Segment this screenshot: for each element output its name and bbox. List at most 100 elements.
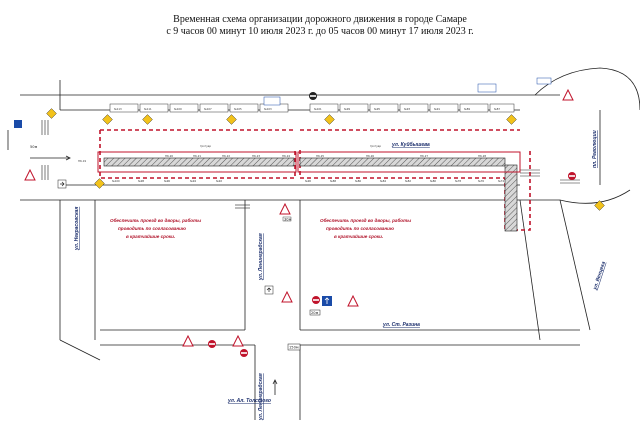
house-numbers-top: №113 №111 №109 №107 №105 №103 №101 №99 №… <box>114 107 500 111</box>
house-number: №111 <box>144 107 152 111</box>
house-number: №99 <box>344 107 350 111</box>
work-zones <box>103 157 518 232</box>
house-number: №78 <box>455 179 461 183</box>
street-kuibysheva: ул. Куйбышева <box>391 141 430 148</box>
work-zone-right <box>299 157 506 167</box>
title-line-1: Временная схема организации дорожного дв… <box>173 14 467 25</box>
house-number: №84 <box>380 179 386 183</box>
note-left: Обеспечить проезд во дворы, работы прово… <box>110 217 201 239</box>
pk-marker: ПК-21 <box>193 154 201 158</box>
house-number: №87 <box>494 107 500 111</box>
house-number: №95 <box>374 107 380 111</box>
roadwork-sign-icon <box>24 168 36 181</box>
house-number: №101 <box>314 107 322 111</box>
house-number: №113 <box>114 107 122 111</box>
house-number: №96 <box>164 179 170 183</box>
pk-marker: ПК-28 <box>478 154 486 158</box>
note-right-line-1: Обеспечить проезд во дворы, работы <box>320 217 411 223</box>
pk-markers: ПК-19 ПК-20 ПК-21 ПК-22 ПК-23 ПК-24 ПК-2… <box>78 154 486 163</box>
house-number: №90 <box>305 179 311 183</box>
no-entry-sign-icon <box>240 349 248 357</box>
work-zone-corner <box>504 164 518 232</box>
house-number: №86 <box>355 179 361 183</box>
attention-sign-icon <box>142 114 153 125</box>
no-entry-sign-icon <box>312 296 320 304</box>
direction-sign-icon <box>322 296 332 306</box>
direction-sign-icon <box>264 285 274 295</box>
house-number: №100 <box>112 179 120 183</box>
pk-marker: ПК-25 <box>316 154 324 158</box>
pk-marker: ПК-22 <box>222 154 230 158</box>
house-number: №93 <box>404 107 410 111</box>
work-zone-left <box>103 157 295 167</box>
distance-tag: 150м <box>289 346 299 350</box>
attention-sign-icon <box>594 200 605 211</box>
distance-tag: 30м <box>284 218 292 222</box>
house-blocks-top <box>109 103 515 113</box>
note-left-line-2: проводить по согласованию <box>118 226 186 231</box>
house-number: №74 <box>498 179 504 183</box>
note-right: Обеспечить проезд во дворы, работы прово… <box>320 217 411 239</box>
no-entry-sign-icon <box>309 92 317 100</box>
roadwork-sign-icon <box>347 294 359 307</box>
roadwork-sign-icon <box>182 334 194 347</box>
house-number: №109 <box>174 107 182 111</box>
house-number: №105 <box>234 107 242 111</box>
pk-marker: ПК-24 <box>282 154 290 158</box>
street-al-tolstogo: ул. Ал. Толстого <box>227 398 271 404</box>
attention-sign-icon <box>46 108 57 119</box>
house-number: №88 <box>330 179 336 183</box>
house-number: №107 <box>204 107 212 111</box>
road-signs <box>14 77 605 357</box>
note-right-line-2: проводить по согласованию <box>326 226 394 231</box>
house-number: №91 <box>434 107 440 111</box>
house-number: №82 <box>405 179 411 183</box>
street-st-razina: ул. Ст. Разина <box>382 322 420 328</box>
street-vokzalnaya: ул. Венцека <box>592 261 607 292</box>
work-zone-left-outline <box>97 151 297 173</box>
no-entry-sign-icon <box>208 340 216 348</box>
attention-sign-icon <box>94 178 105 189</box>
attention-sign-icon <box>324 114 335 125</box>
house-number: №80 <box>430 179 436 183</box>
house-number: №89 <box>464 107 470 111</box>
crosswalks <box>41 120 580 209</box>
work-zone-right-outline <box>297 151 521 173</box>
street-revolution-square: пл. Революции <box>592 130 598 168</box>
roadwork-sign-icon <box>232 334 244 347</box>
house-number: №76 <box>478 179 484 183</box>
pk-marker: ПК-27 <box>420 154 428 158</box>
scheme-title: Временная схема организации дорожного дв… <box>0 14 640 38</box>
pk-marker: ПК-23 <box>252 154 260 158</box>
attention-sign-icon <box>102 114 113 125</box>
house-number: №103 <box>264 107 272 111</box>
distance-tag: 50м <box>30 145 38 149</box>
attention-sign-icon <box>226 114 237 125</box>
pk-marker: ПК-20 <box>165 154 173 158</box>
street-leningradskaya: ул. Ленинградская <box>258 233 264 281</box>
road-network <box>20 67 640 420</box>
roadwork-sign-icon <box>281 290 293 303</box>
pk-marker: ПК-19 <box>78 159 86 163</box>
house-number: №94 <box>190 179 196 183</box>
attention-sign-icon <box>506 114 517 125</box>
note-left-line-1: Обеспечить проезд во дворы, работы <box>110 217 201 223</box>
street-leningradskaya-south: ул. Ленинградская <box>258 373 264 421</box>
street-nekrasovskaya: ул. Некрасовская <box>74 207 80 251</box>
house-number: №98 <box>138 179 144 183</box>
title-line-2: с 9 часов 00 минут 10 июля 2023 г. до 05… <box>166 26 474 37</box>
house-number: №92 <box>216 179 222 183</box>
no-entry-sign-icon <box>568 172 576 180</box>
direction-sign-icon <box>57 179 67 189</box>
distance-tag: 20м <box>311 311 319 315</box>
note-right-line-3: в кратчайшие сроки. <box>334 233 383 239</box>
house-numbers-bottom: №100 №98 №96 №94 №92 №90 №88 №86 №84 №82… <box>112 179 504 183</box>
roadwork-sign-icon <box>562 88 574 101</box>
direction-sign-icon <box>14 120 22 128</box>
sidewalk-label: тротуар <box>200 145 211 148</box>
sidewalk-label: тротуар <box>370 145 381 148</box>
roadwork-sign-icon <box>279 202 291 215</box>
pk-marker: ПК-26 <box>366 154 374 158</box>
note-left-line-3: в кратчайшие сроки. <box>126 233 175 239</box>
